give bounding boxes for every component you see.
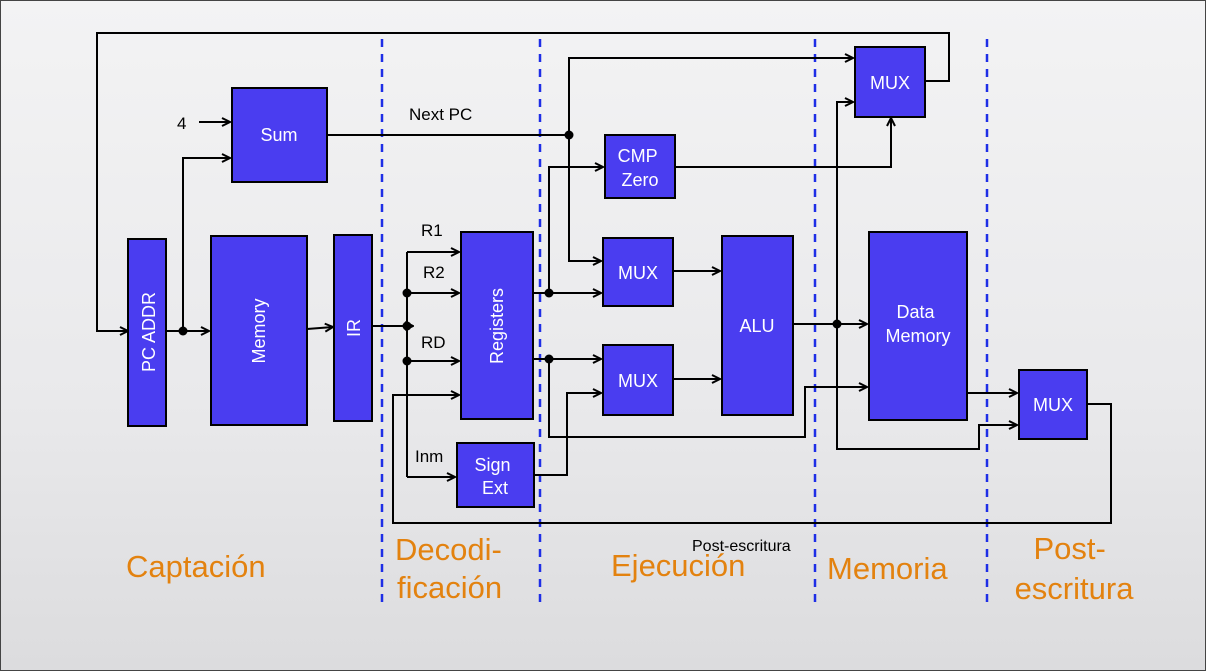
const-four-label: 4 <box>177 114 186 133</box>
svg-text:Decodi- ficación: Decodi- ficación <box>395 532 510 605</box>
inm-label: Inm <box>415 447 443 466</box>
pc-addr-label: PC ADDR <box>139 292 159 372</box>
cmp-zero-label-line1: CMP <box>618 146 658 166</box>
writeback-mux: MUX <box>1018 369 1088 440</box>
alu-label: ALU <box>739 316 774 336</box>
writeback-bus-label: Post-escritura <box>692 538 791 555</box>
memory-label: Memory <box>249 298 269 363</box>
stage-execute-label: Ejecución <box>611 548 745 583</box>
data-memory-block: Data Memory <box>868 231 968 421</box>
wires <box>96 32 1112 524</box>
rd-label: RD <box>421 333 446 352</box>
sum-block: Sum <box>231 87 328 183</box>
stage-fetch-label: Captación <box>126 549 266 584</box>
r1-label: R1 <box>421 221 443 240</box>
instruction-memory-block: Memory <box>210 235 308 426</box>
ir-block: IR <box>333 234 373 422</box>
r2-label: R2 <box>423 263 445 282</box>
svg-text:Data Memory: Data Memory <box>885 302 950 346</box>
alu-input-mux-b: MUX <box>602 344 674 416</box>
sum-label: Sum <box>260 125 297 145</box>
stage-decode-label-line2: ficación <box>397 570 502 605</box>
data-memory-label-line1: Data <box>896 302 935 322</box>
mux-a-label: MUX <box>618 263 658 283</box>
junction-dots <box>178 130 842 366</box>
stage-writeback-label-line1: Post- <box>1034 531 1106 566</box>
mux-pc-label: MUX <box>870 73 910 93</box>
next-pc-label: Next PC <box>409 105 472 124</box>
svg-text:Sign Ext: Sign Ext <box>474 455 515 498</box>
pc-addr-block: PC ADDR <box>127 238 167 427</box>
alu-block: ALU <box>721 235 794 416</box>
stage-memory-label: Memoria <box>827 551 948 586</box>
registers-block: Registers <box>460 231 534 420</box>
alu-input-mux-a: MUX <box>602 237 674 307</box>
mux-wb-label: MUX <box>1033 395 1073 415</box>
svg-text:CMP Zero: CMP Zero <box>618 146 663 190</box>
registers-label: Registers <box>487 288 507 364</box>
cmp-zero-block: CMP Zero <box>604 134 676 199</box>
cmp-zero-label-line2: Zero <box>621 170 658 190</box>
mux-b-label: MUX <box>618 371 658 391</box>
stage-writeback-label-line2: escritura <box>1015 571 1135 606</box>
ir-label: IR <box>344 319 364 337</box>
sign-ext-label-line1: Sign <box>474 455 510 475</box>
svg-text:Post- escritura: Post- escritura <box>1015 531 1135 606</box>
sign-ext-block: Sign Ext <box>456 442 535 508</box>
pc-select-mux: MUX <box>854 46 926 118</box>
sign-ext-label-line2: Ext <box>482 478 508 498</box>
stage-decode-label-line1: Decodi- <box>395 532 502 567</box>
data-memory-label-line2: Memory <box>885 326 950 346</box>
